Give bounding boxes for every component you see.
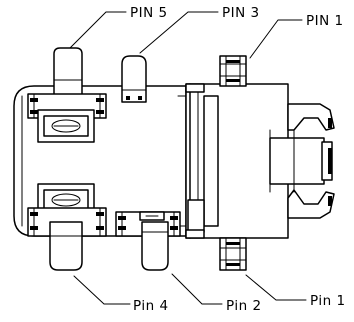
leader-pin5-top	[65, 11, 127, 53]
pin4-terminal	[49, 221, 83, 271]
leader-pin2-bottom	[171, 273, 223, 305]
leader-pin1-bottom	[245, 274, 307, 301]
leader-pin1-top	[249, 19, 303, 59]
label-pin2-bottom: Pin 2	[226, 298, 262, 314]
label-pin1-top: PIN 1	[306, 13, 344, 29]
pin2-terminal	[141, 221, 169, 271]
pin1-top-terminal	[219, 55, 247, 87]
leader-pin3-top	[139, 11, 219, 54]
labels: PIN 5 PIN 3 PIN 1 Pin 4 Pin 2 Pin 1	[130, 5, 346, 314]
label-pin1-bottom: Pin 1	[310, 293, 346, 309]
label-pin5-top: PIN 5	[130, 5, 168, 21]
leader-pin4-bottom	[73, 275, 131, 305]
pin1-bottom-terminal	[219, 237, 247, 271]
latch-right	[269, 103, 335, 219]
pin5-terminal	[53, 47, 83, 99]
right-body	[185, 83, 289, 239]
pin3-terminal	[121, 55, 147, 103]
label-pin3-top: PIN 3	[222, 5, 260, 21]
clamp-top	[27, 93, 107, 143]
label-pin4-bottom: Pin 4	[133, 298, 169, 314]
leader-lines	[65, 11, 307, 305]
